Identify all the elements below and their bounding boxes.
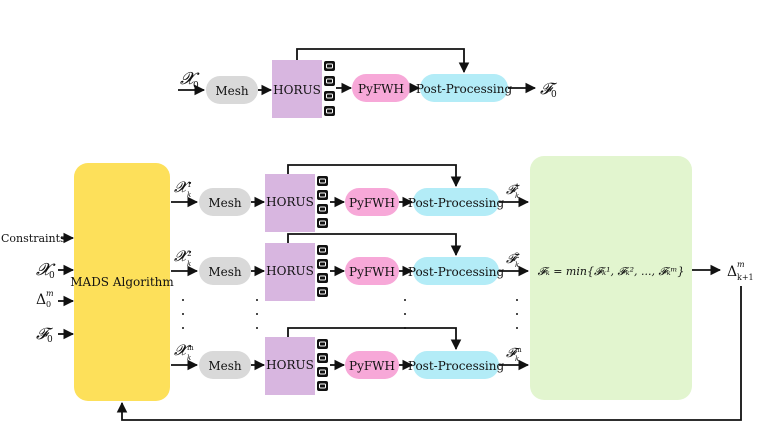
top-pyfwh-box: [352, 74, 410, 102]
top-horus-box: [272, 60, 322, 118]
row-pyfwh-box: [345, 351, 399, 379]
row-mesh-label: Mesh: [208, 265, 242, 279]
row-pyfwh-label: PyFWH: [349, 265, 395, 279]
ellipsis-dots: [182, 299, 518, 329]
row-f-sup: 1: [515, 183, 519, 191]
row-x-sub: k: [187, 191, 191, 199]
row-mesh-box: [199, 188, 251, 216]
row-horus-box: [265, 243, 315, 301]
delta0-sup: m: [46, 289, 54, 298]
row-pyfwh-box: [345, 188, 399, 216]
feedback-loop-arrow: [116, 286, 742, 421]
row-mesh-label: Mesh: [208, 359, 242, 373]
mads-inputs: Constraints 𝓧 0 Δ m 0 𝓕 0: [1, 232, 75, 345]
row-mesh-label: Mesh: [208, 196, 242, 210]
row-x-sup: m: [187, 344, 194, 352]
delta0-label: Δ: [36, 292, 46, 308]
result-box: [530, 156, 692, 400]
row-f-sub: k: [515, 355, 519, 363]
row-pyfwh-label: PyFWH: [349, 196, 395, 210]
top-mesh-label: Mesh: [215, 84, 249, 98]
row-pyfwh-box: [345, 257, 399, 285]
row-f-sub: k: [515, 192, 519, 200]
row-horus-label: HORUS: [266, 195, 314, 209]
top-pipeline: 𝓧 0 Mesh HORUS PyFWH Post-Processing 𝓕 0: [178, 48, 558, 118]
row-gpu-chips-icon: [316, 338, 329, 392]
row-f-sup: m: [515, 346, 522, 354]
row-post-label: Post-Processing: [408, 265, 505, 279]
row-x-sub: k: [187, 354, 191, 362]
constraints-label: Constraints: [1, 232, 66, 245]
x0-sub: 0: [49, 271, 55, 281]
row-gpu-chips-icon: [316, 244, 329, 298]
delta-out-label: Δ: [727, 264, 737, 280]
row-mesh-box: [199, 257, 251, 285]
row-horus-box: [265, 174, 315, 232]
row-x-sup: 1: [187, 181, 191, 189]
row-f-sup: 2: [515, 252, 519, 260]
top-gpu-chips-icon: [323, 60, 336, 117]
result-formula: 𝓕ₖ = min{𝓕ₖ¹, 𝓕ₖ², ..., 𝓕ₖᵐ}: [538, 265, 685, 278]
top-output-sub: 0: [551, 90, 557, 100]
row-post-label: Post-Processing: [408, 359, 505, 373]
row-x-sub: k: [187, 260, 191, 268]
delta-out-sub: k+1: [737, 273, 754, 282]
row-post-label: Post-Processing: [408, 196, 505, 210]
row-post-box: [413, 188, 499, 216]
row-horus-label: HORUS: [266, 264, 314, 278]
top-mesh-box: [206, 76, 258, 104]
row-f-sub: k: [515, 261, 519, 269]
top-post-box: [420, 74, 508, 102]
top-pyfwh-label: PyFWH: [358, 82, 404, 96]
row-post-box: [413, 257, 499, 285]
mads-algorithm-label: MADS Algorithm: [70, 275, 174, 289]
mads-algorithm-box: [74, 163, 170, 401]
row-gpu-chips-icon: [316, 175, 329, 229]
top-horus-label: HORUS: [273, 83, 321, 97]
delta-out-sup: m: [737, 260, 745, 269]
delta0-sub: 0: [46, 300, 51, 309]
row-pyfwh-label: PyFWH: [349, 359, 395, 373]
top-post-label: Post-Processing: [416, 82, 513, 96]
row-x-sup: 2: [187, 250, 191, 258]
row-post-box: [413, 351, 499, 379]
row-horus-label: HORUS: [266, 358, 314, 372]
f0-sub: 0: [47, 335, 53, 345]
row-mesh-box: [199, 351, 251, 379]
row-horus-box: [265, 337, 315, 395]
